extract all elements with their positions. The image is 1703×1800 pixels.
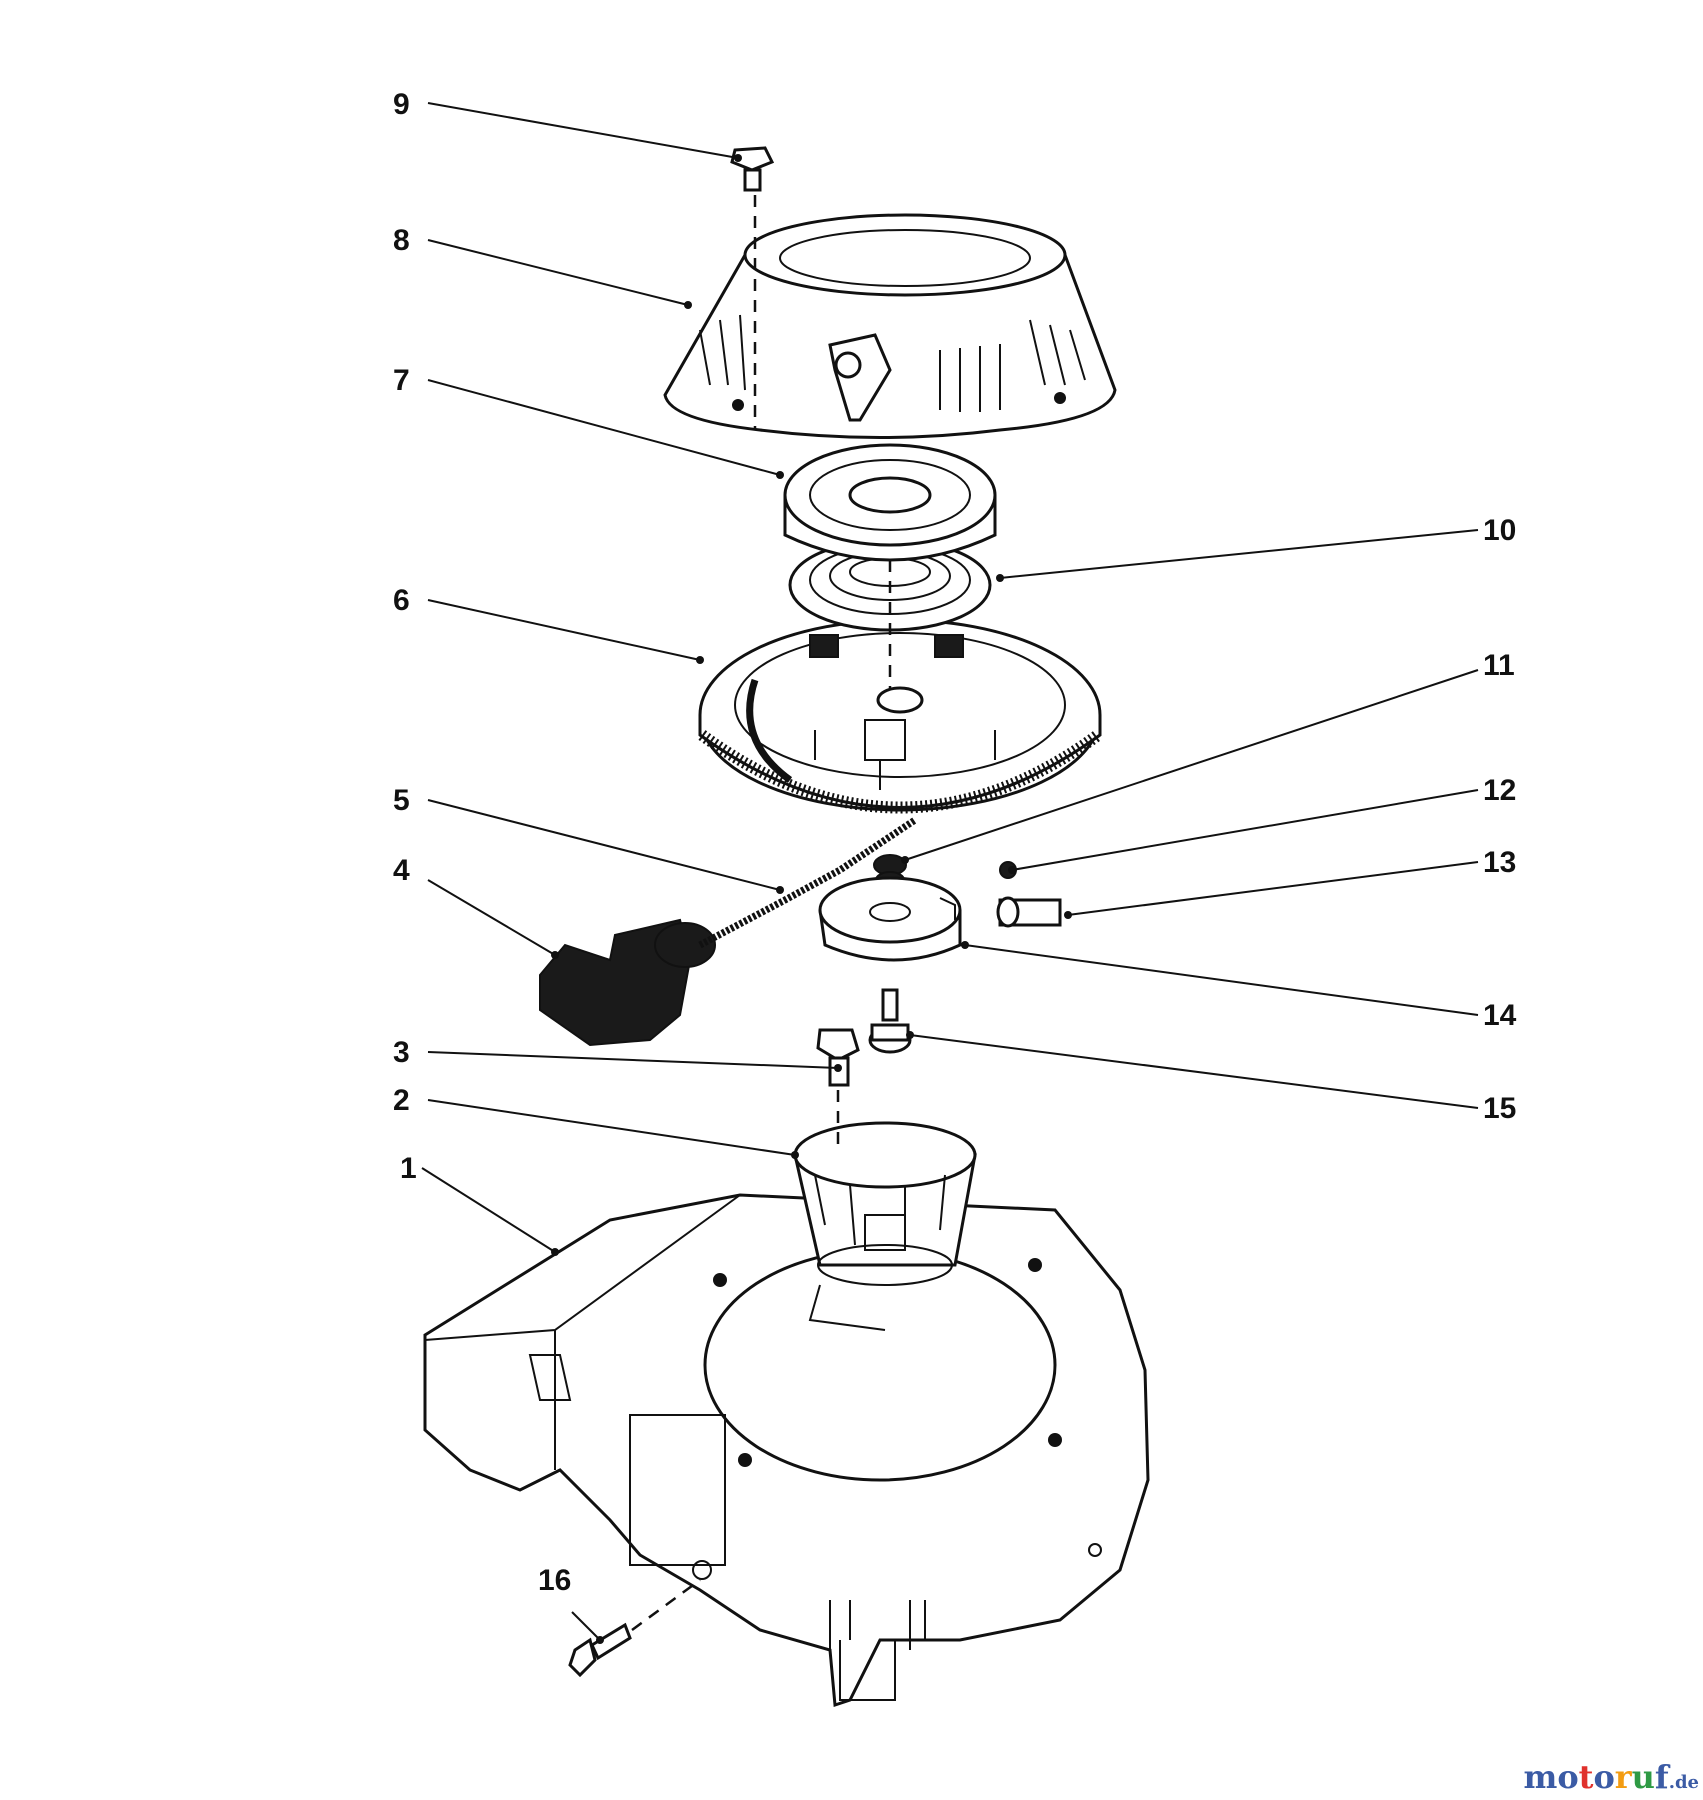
- callout-7: 7: [393, 364, 410, 397]
- watermark-letter: o: [1593, 1758, 1615, 1796]
- part-6-pulley: [698, 618, 1102, 814]
- callout-4: 4: [393, 854, 410, 887]
- callout-13: 13: [1483, 846, 1516, 879]
- part-1-blower-housing: [423, 1193, 1150, 1708]
- part-14-pawl-housing: [818, 876, 962, 962]
- callout-11: 11: [1483, 649, 1515, 682]
- callout-15: 15: [1483, 1092, 1516, 1125]
- callout-6: 6: [393, 584, 410, 617]
- callout-5: 5: [393, 784, 410, 817]
- callout-10: 10: [1483, 514, 1516, 547]
- part-16-screw: [568, 1578, 701, 1678]
- callout-3: 3: [393, 1036, 410, 1069]
- watermark-letter: o: [1557, 1758, 1579, 1796]
- callout-2: 2: [393, 1084, 410, 1117]
- callout-12: 12: [1483, 774, 1516, 807]
- leader-lines: [421, 102, 1479, 1644]
- callout-14: 14: [1483, 999, 1517, 1032]
- watermark-letter: f: [1654, 1758, 1669, 1796]
- watermark-letter: m: [1523, 1758, 1558, 1796]
- callout-16: 16: [538, 1564, 571, 1597]
- part-8-rewind-cover: [663, 195, 1117, 439]
- watermark-letter: u: [1631, 1758, 1655, 1796]
- callout-1: 1: [400, 1152, 417, 1185]
- callout-8: 8: [393, 224, 410, 257]
- watermark-letter: t: [1578, 1758, 1594, 1796]
- part-5-rope: [698, 817, 917, 949]
- watermark-suffix: .de: [1668, 1772, 1699, 1793]
- part-7-spring-cover: [783, 443, 997, 562]
- callout-9: 9: [393, 88, 410, 121]
- part-4-handle: [539, 918, 716, 1047]
- callout-labels: 9 8 7 10 6 11 5 12 13 4 14 3 2 15 1 16: [393, 88, 1517, 1597]
- watermark-logo: motoruf.de: [1523, 1758, 1699, 1796]
- part-9-screw: [730, 146, 775, 192]
- watermark-letter: r: [1614, 1758, 1632, 1796]
- part-2-starter-cup: [793, 1121, 977, 1286]
- part-13-pawl: [996, 896, 1062, 928]
- part-15-shoulder-screw: [868, 988, 912, 1054]
